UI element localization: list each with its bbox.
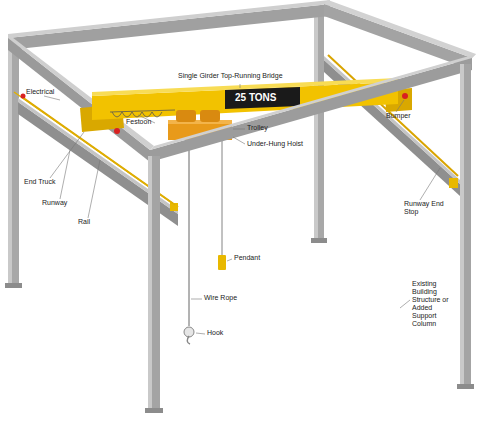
part-label: Existing Building Structure or Added Sup… [412, 280, 456, 328]
capacity-badge: 25 TONS [232, 91, 280, 105]
part-label: Hook [207, 329, 223, 337]
part-label: Runway End Stop [404, 200, 444, 216]
part-label: Electrical [26, 88, 54, 96]
part-label: Wire Rope [204, 294, 237, 302]
part-label: Bumper [386, 112, 411, 120]
part-label: Festoon [126, 118, 151, 126]
part-label: Rail [78, 218, 90, 226]
part-label: Trolley [247, 124, 268, 132]
support-column [145, 64, 474, 413]
part-label: Runway [42, 199, 67, 207]
part-label: Pendant [234, 254, 260, 262]
festoon [110, 110, 175, 117]
part-label: Single Girder Top-Running Bridge [178, 72, 283, 80]
frame-beam [150, 54, 476, 162]
part-label: Under-Hung Hoist [247, 140, 303, 148]
leader-line [44, 84, 440, 334]
part-label: End Truck [24, 178, 56, 186]
